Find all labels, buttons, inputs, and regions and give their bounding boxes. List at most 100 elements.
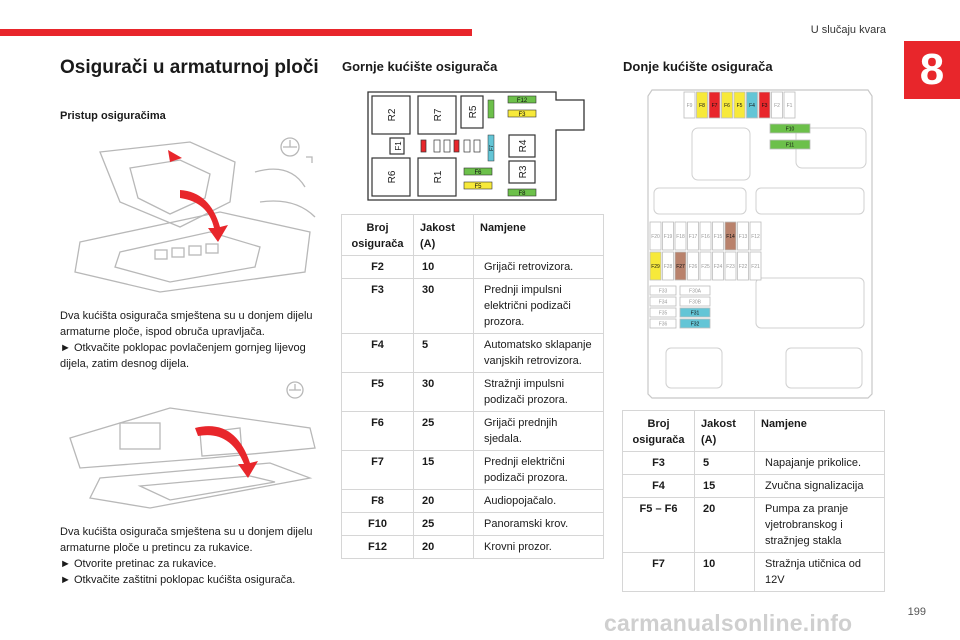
col-header-number: Broj osigurača [341,214,414,256]
fuse-f30b-slot [679,296,711,307]
relay-R4: R4 [518,139,529,152]
fuse-f27: F27 [676,264,685,270]
fuse-number-cell: F3 [622,451,695,475]
fuse-f5-slot [733,91,746,119]
fuse-purpose-cell: Grijači retrovizora. [473,255,604,279]
fuse-number-cell: F4 [341,333,414,373]
fuse-number-cell: F5 – F6 [622,497,695,553]
fuse-F7: F7 [489,145,495,151]
fuse-f33: F33 [659,289,668,295]
fuse-f17-slot [687,221,699,251]
fuse-f22-slot [737,251,749,281]
relay-R1: R1 [433,170,444,183]
relay-R7: R7 [433,108,444,121]
fuse-f31-slot [679,307,711,318]
fuse-f9-slot [683,91,696,119]
fuse-f14-slot [724,221,737,251]
fuse-f16-slot [699,221,712,251]
fuse-f15-slot [712,221,724,251]
fuse-F6: F6 [474,170,482,176]
fuse-f2: F2 [774,103,780,109]
fuse-number-cell: F8 [341,489,414,513]
table-header-row: Broj osigurača Jakost (A) Namjene [341,214,604,256]
fuse-f19: F19 [664,234,673,240]
fuse-amperage-cell: 5 [413,333,474,373]
fuse-purpose-cell: Audiopojačalo. [473,489,604,513]
fuse-f22: F22 [739,264,748,270]
fuse-f18-slot [674,221,687,251]
fuse-amperage-cell: 30 [413,278,474,334]
fuse-f7: F7 [712,103,718,109]
fuse-f23: F23 [726,264,735,270]
relay-R2: R2 [387,108,398,121]
fuse-f18: F18 [676,234,685,240]
fuse-f32: F32 [691,322,700,328]
fuse-purpose-cell: Stražnji impulsni podizači prozora. [473,372,604,412]
fuse-amperage-cell: 20 [413,535,474,559]
fuse-f28: F28 [664,264,673,270]
fuse-number-cell: F10 [341,512,414,536]
fuse-f2-slot [771,91,783,119]
section-label: U slučaju kvara [810,24,886,36]
fuse-purpose-cell: Krovni prozor. [473,535,604,559]
fuse-f34-slot [649,296,677,307]
fuse-f21: F21 [751,264,760,270]
fuse-amperage-cell: 20 [413,489,474,513]
fuse-f16: F16 [701,234,710,240]
fuse-f30b: F30B [689,300,702,306]
fuse-f11-slot [769,139,811,150]
fuse-f29-slot [649,251,662,281]
relay-R5: R5 [468,105,479,118]
col-header-amperage: Jakost (A) [413,214,474,256]
fuse-number-cell: F7 [341,450,414,490]
glovebox-illustration [60,378,320,514]
fuse-f13-slot [737,221,749,251]
fuse-f19-slot [662,221,674,251]
fuse-number-cell: F3 [341,278,414,334]
fuse-number-cell: F6 [341,411,414,451]
upper-fuse-box-diagram: R2 R7 R5 R6 R1 R3 R4 F1 F12 F3 F7 F6 F5 … [366,90,586,202]
fuse-f25: F25 [701,264,710,270]
fuse-f33-slot [649,285,677,296]
fuse-f3: F3 [762,103,768,109]
fuse-f6-slot [721,91,733,119]
relay-R3: R3 [518,165,529,178]
fuse-f13: F13 [739,234,748,240]
fuse-f7-slot [708,91,721,119]
fuse-amperage-cell: 10 [694,552,755,592]
fuse-f35: F35 [659,311,668,317]
fuse-f30a: F30A [689,289,702,295]
fuse-f1: F1 [787,103,793,109]
col-header-purpose: Namjene [754,410,885,452]
fuse-purpose-cell: Stražnja utičnica od 12V [754,552,885,592]
fuse-f30a-slot [679,285,711,296]
fuse-F8: F8 [518,191,526,197]
fuse-f32-slot [679,318,711,329]
fuse-f20: F20 [651,234,660,240]
dashboard-cover-illustration [60,132,320,296]
fuse-f15: F15 [714,234,723,240]
fuse-f34: F34 [659,300,668,306]
fuse-purpose-cell: Pumpa za pranje vjetrobranskog i stražnj… [754,497,885,553]
col-header-number: Broj osigurača [622,410,695,452]
fuse-f27-slot [674,251,687,281]
fuse-f4-slot [746,91,758,119]
fuse-f3-slot [758,91,771,119]
fuse-f36: F36 [659,322,668,328]
fuse-f21-slot [749,251,762,281]
fuse-f12-slot [749,221,762,251]
fuse-purpose-cell: Panoramski krov. [473,512,604,536]
paragraph-location-1: Dva kućišta osigurača smještena su u don… [60,310,313,370]
fuse-f29: F29 [651,264,660,270]
fuse-number-cell: F12 [341,535,414,559]
fuse-f5: F5 [737,103,743,109]
fuse-f28-slot [662,251,674,281]
